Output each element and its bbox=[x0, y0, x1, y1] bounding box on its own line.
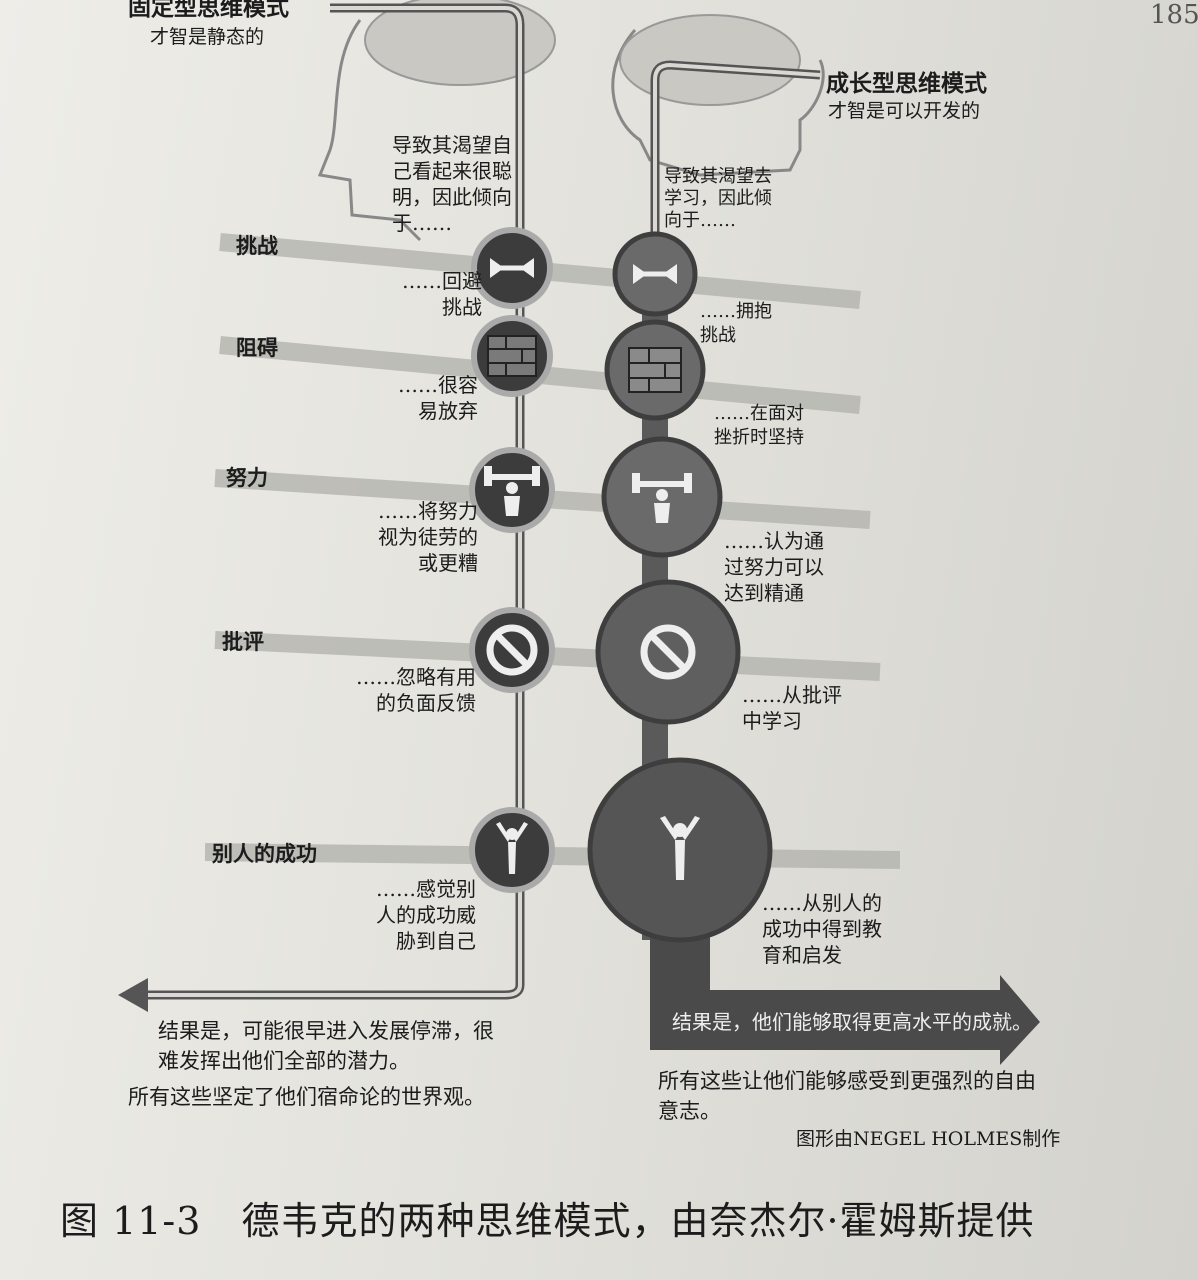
fixed-response-effort: ……将努力 视为徒劳的 或更糟 bbox=[378, 499, 478, 575]
celebrating-person-icon bbox=[496, 822, 528, 874]
growth-response-effort: ……认为通 过努力可以 达到精通 bbox=[724, 529, 824, 605]
category-label-success: 别人的成功 bbox=[212, 841, 317, 866]
celebrating-person-icon bbox=[660, 816, 700, 880]
growth-worldview: 所有这些让他们能够感受到更强烈的自由 意志。 bbox=[658, 1069, 1036, 1123]
figure-caption: 图 11-3 德韦克的两种思维模式，由奈杰尔·霍姆斯提供 bbox=[60, 1190, 1035, 1245]
fixed-mindset-title: 固定型思维模式 bbox=[128, 0, 289, 21]
figure-caption-text: 德韦克的两种思维模式，由奈杰尔·霍姆斯提供 bbox=[241, 1199, 1035, 1243]
category-label-effort: 努力 bbox=[226, 465, 268, 490]
fixed-brain bbox=[364, 0, 556, 86]
fixed-result: 结果是，可能很早进入发展停滞，很 难发挥出他们全部的潜力。 bbox=[158, 1019, 494, 1073]
figure-number: 图 11-3 bbox=[60, 1199, 202, 1243]
growth-brain bbox=[619, 14, 801, 106]
growth-arrow-body bbox=[650, 935, 1040, 1065]
fixed-mindset-subtitle: 才智是静态的 bbox=[150, 26, 265, 48]
growth-head-outline bbox=[611, 29, 825, 177]
challenge-icon bbox=[633, 264, 677, 284]
fixed-intro: 导致其渴望自 己看起来很聪 明，因此倾向 于…… bbox=[392, 133, 512, 235]
brick-wall-icon bbox=[628, 347, 682, 393]
growth-mindset-subtitle: 才智是可以开发的 bbox=[828, 100, 981, 122]
brick-wall-icon bbox=[487, 335, 537, 377]
growth-response-success: ……从别人的 成功中得到教 育和启发 bbox=[762, 891, 882, 967]
growth-mindset-title: 成长型思维模式 bbox=[826, 70, 987, 97]
weightlifter-icon bbox=[632, 473, 692, 523]
fixed-head-outline bbox=[317, 19, 422, 242]
category-label-criticism: 批评 bbox=[222, 629, 264, 654]
growth-result: 结果是，他们能够取得更高水平的成就。 bbox=[672, 1010, 1032, 1034]
fixed-response-obstacle: ……很容 易放弃 bbox=[398, 373, 478, 423]
growth-intro: 导致其渴望去 学习，因此倾 向于…… bbox=[664, 166, 772, 231]
fixed-nodes bbox=[469, 227, 555, 893]
growth-response-obstacle: ……在面对 挫折时坚持 bbox=[714, 403, 804, 448]
prohibition-icon bbox=[640, 624, 696, 680]
weightlifter-icon bbox=[484, 466, 540, 516]
graphic-credit: 图形由NEGEL HOLMES制作 bbox=[796, 1128, 1061, 1150]
category-label-challenge: 挑战 bbox=[236, 233, 278, 258]
fixed-arrowhead bbox=[118, 978, 148, 1012]
fixed-response-success: ……感觉别 人的成功威 胁到自己 bbox=[376, 877, 476, 953]
page-number: 185 bbox=[1150, 0, 1198, 30]
growth-response-criticism: ……从批评 中学习 bbox=[742, 683, 842, 733]
fixed-response-challenge: ……回避 挑战 bbox=[402, 269, 482, 319]
growth-response-challenge: ……拥抱 挑战 bbox=[700, 301, 772, 346]
fixed-response-criticism: ……忽略有用 的负面反馈 bbox=[356, 665, 476, 715]
fixed-worldview: 所有这些坚定了他们宿命论的世界观。 bbox=[128, 1085, 485, 1109]
category-label-obstacle: 阻碍 bbox=[236, 335, 278, 360]
challenge-icon bbox=[490, 258, 534, 278]
prohibition-icon bbox=[486, 624, 538, 676]
